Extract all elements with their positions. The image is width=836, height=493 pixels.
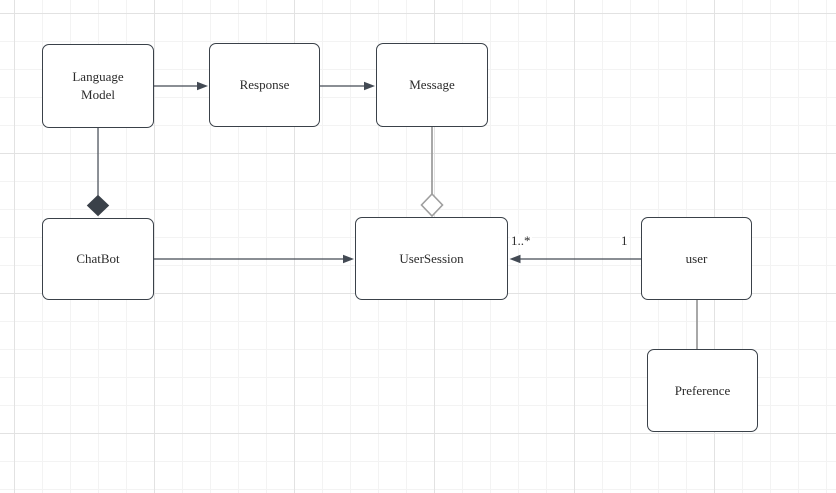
arrowhead-right-icon	[364, 81, 375, 91]
edge-aggregation-message-usersession[interactable]	[420, 127, 444, 218]
node-label: Preference	[674, 382, 731, 398]
node-label: UserSession	[399, 250, 464, 266]
node-usersession[interactable]: UserSession	[355, 217, 508, 300]
node-label: user	[685, 250, 708, 266]
node-preference[interactable]: Preference	[647, 349, 758, 432]
edge-composition-language-model-chatbot[interactable]	[86, 128, 110, 217]
node-label: ChatBot	[76, 251, 120, 267]
composition-diamond-icon	[86, 194, 110, 217]
node-label: Response	[239, 77, 290, 93]
node-response[interactable]: Response	[209, 43, 320, 127]
arrowhead-right-icon	[197, 81, 208, 91]
node-label: Language Model	[72, 69, 124, 102]
arrowhead-right-icon	[343, 254, 354, 264]
node-language-model[interactable]: Language Model	[42, 44, 154, 128]
arrowhead-left-icon	[509, 254, 521, 264]
edge-response-to-message[interactable]	[320, 81, 375, 91]
node-label: Message	[409, 77, 455, 93]
node-user[interactable]: user	[641, 217, 752, 300]
multiplicity-label-usersession-end[interactable]: 1..*	[510, 233, 532, 249]
node-chatbot[interactable]: ChatBot	[42, 218, 154, 300]
aggregation-diamond-icon	[420, 192, 444, 218]
edge-chatbot-to-usersession[interactable]	[154, 254, 354, 264]
multiplicity-label-user-end[interactable]: 1	[620, 233, 629, 249]
edge-user-to-usersession[interactable]	[509, 254, 642, 264]
node-message[interactable]: Message	[376, 43, 488, 127]
edge-language-model-to-response[interactable]	[154, 81, 208, 91]
